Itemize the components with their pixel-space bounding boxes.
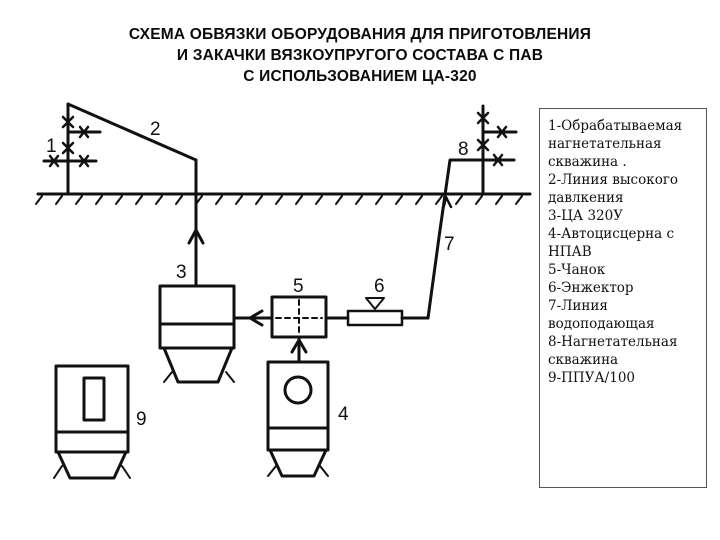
- legend-item-9: 9-ППУА/100: [548, 370, 635, 386]
- legend-item-6: 6-Энжектор: [548, 280, 634, 296]
- legend-item-1: 1-Обрабатываемая нагнетательная скважина…: [548, 118, 683, 170]
- high-pressure-line: [187, 158, 205, 288]
- title-line-1: СХЕМА ОБВЯЗКИ ОБОРУДОВАНИЯ ДЛЯ ПРИГОТОВЛ…: [128, 26, 592, 43]
- title-line-2: И ЗАКАЧКИ ВЯЗКОУПРУГОГО СОСТАВА С ПАВ: [176, 47, 544, 64]
- feed-line-to-pump: [234, 309, 274, 327]
- well-8-injection: [458, 104, 518, 196]
- legend-item-3: 3-ЦА 320У: [548, 208, 623, 224]
- diagram-title: СХЕМА ОБВЯЗКИ ОБОРУДОВАНИЯ ДЛЯ ПРИГОТОВЛ…: [0, 24, 720, 87]
- legend-item-8: 8-Нагнетательная скважина: [548, 334, 678, 368]
- tanker-4: [266, 335, 330, 478]
- label-1: 1: [46, 136, 57, 157]
- label-4: 4: [338, 404, 349, 425]
- label-6: 6: [374, 276, 385, 297]
- label-8: 8: [458, 139, 469, 160]
- label-2: 2: [150, 119, 161, 140]
- ground-line: [35, 192, 532, 205]
- label-7: 7: [444, 234, 455, 255]
- legend-item-2: 2-Линия высокого давлкения: [548, 172, 679, 206]
- legend-item-5: 5-Чанок: [548, 262, 606, 278]
- pump-unit-3: [158, 284, 236, 384]
- ppua-unit-9: [53, 364, 131, 480]
- chanok-5: [270, 295, 328, 339]
- injector-6: [324, 297, 430, 327]
- label-5: 5: [293, 276, 304, 297]
- label-9: 9: [136, 409, 147, 430]
- legend-item-4: 4-Автоцисцерна с НПАВ: [548, 226, 675, 260]
- title-line-3: С ИСПОЛЬЗОВАНИЕМ ЦА-320: [243, 68, 477, 85]
- label-3: 3: [176, 262, 187, 283]
- well-1-treated-injection: [42, 102, 198, 196]
- legend-item-7: 7-Линия водоподающая: [548, 298, 655, 332]
- legend-box: 1-Обрабатываемая нагнетательная скважина…: [539, 108, 707, 488]
